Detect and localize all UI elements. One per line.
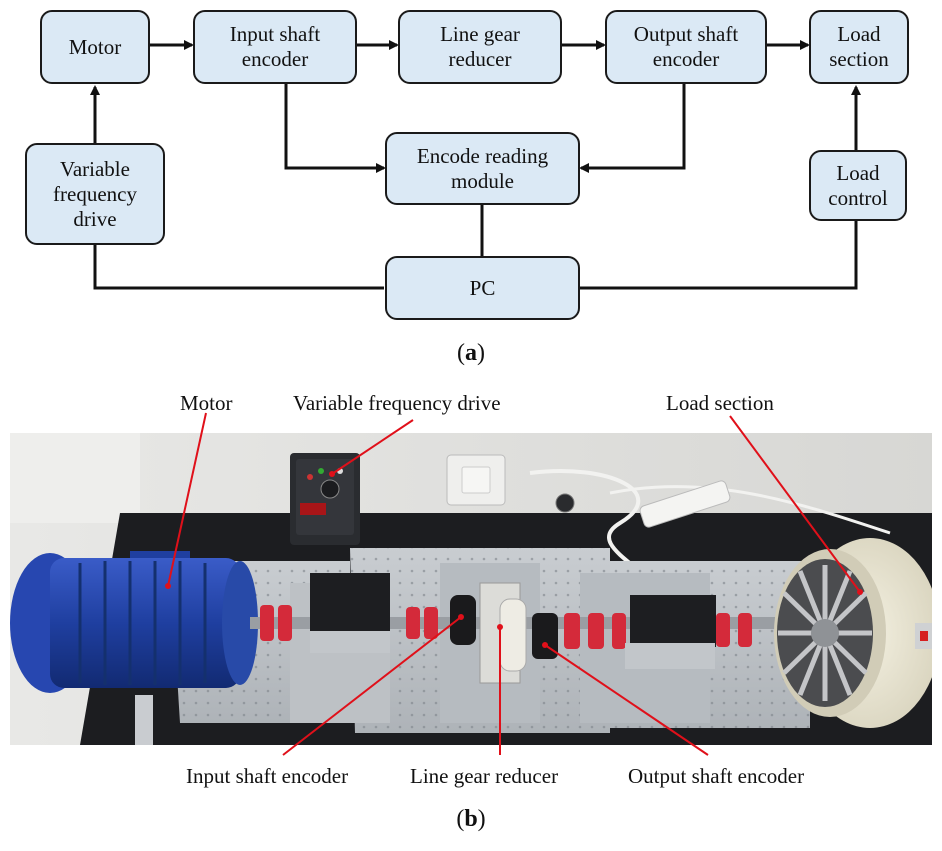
leader-input-encoder bbox=[282, 616, 462, 756]
pc-box: PC bbox=[385, 256, 580, 320]
label-output-shaft-encoder: Output shaft encoder bbox=[628, 764, 805, 788]
label-variable-frequency-drive: Variable frequency drive bbox=[293, 391, 501, 415]
test-rig-illustration bbox=[10, 433, 932, 745]
caption-a: (a) bbox=[457, 340, 485, 366]
vfd-device bbox=[290, 453, 360, 545]
couplings bbox=[260, 605, 752, 649]
load-section-device bbox=[774, 538, 932, 728]
output-encoder-device bbox=[625, 595, 716, 669]
arrow-input-encoder-to-module bbox=[284, 84, 386, 173]
input-encoder-device bbox=[310, 573, 476, 653]
leader-load-section bbox=[729, 415, 861, 593]
test-rig-photo bbox=[10, 433, 932, 745]
label-load-section: Load section bbox=[666, 391, 774, 415]
label-motor: Motor bbox=[180, 391, 233, 415]
leader-output-encoder bbox=[544, 644, 709, 756]
label-input-shaft-encoder: Input shaft encoder bbox=[186, 764, 349, 788]
label-line-gear-reducer: Line gear reducer bbox=[410, 764, 559, 788]
arrow-output-encoder-to-module bbox=[579, 84, 686, 173]
line-pc-to-vfd bbox=[93, 245, 384, 290]
leader-vfd bbox=[331, 419, 414, 475]
motor-device bbox=[10, 551, 258, 745]
leader-motor bbox=[167, 412, 207, 587]
line-pc-to-load-control bbox=[580, 221, 858, 290]
motor-box: Motor bbox=[40, 10, 150, 84]
connector-lines bbox=[90, 40, 861, 290]
caption-b: (b) bbox=[456, 806, 486, 832]
